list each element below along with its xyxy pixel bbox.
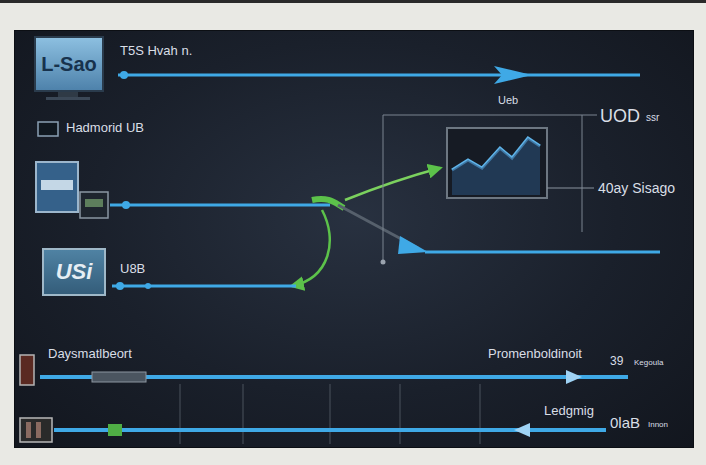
- screen-text-bar: [41, 180, 73, 190]
- line-label: T5S Hvah n.: [120, 44, 192, 59]
- line-label: Daysmatlbeort: [48, 347, 132, 362]
- unit-label: ssr: [646, 112, 659, 124]
- line-dot: [122, 201, 130, 209]
- line-dot: [145, 283, 151, 289]
- monitor-base: [46, 97, 90, 100]
- connector-plug: [92, 372, 146, 382]
- top-rule: [0, 0, 706, 3]
- green-arrow: [345, 168, 440, 200]
- unit-label: Kegoula: [634, 358, 663, 367]
- line-dot: [116, 282, 124, 290]
- line-label: Ueb: [498, 94, 518, 107]
- arrow-head: [514, 423, 530, 437]
- device-icon: [80, 192, 108, 218]
- value-label: UOD: [600, 106, 640, 127]
- screen-icon: USi: [42, 248, 106, 296]
- flow-line: [110, 204, 330, 207]
- tick-line: [480, 384, 481, 444]
- leader-line: [547, 188, 594, 189]
- device-label: U8B: [120, 262, 145, 277]
- tick-line: [243, 384, 244, 444]
- value-label: 39: [610, 355, 623, 369]
- device-screen: [85, 199, 103, 207]
- green-arrow: [292, 210, 330, 286]
- chart-area: [452, 138, 540, 195]
- arrow-head: [494, 66, 532, 84]
- device-icon: [20, 355, 34, 385]
- tick-line: [330, 384, 331, 444]
- flow-line: [118, 74, 640, 77]
- line-label: Ledgmig: [544, 404, 594, 419]
- device-slot: [36, 422, 41, 438]
- flow-line: [112, 285, 296, 288]
- monitor-screen: L-Sao: [34, 36, 104, 92]
- unit-label: Innon: [648, 420, 668, 429]
- tick-line: [400, 384, 401, 444]
- monitor-icon: [38, 122, 58, 136]
- line-dot: [120, 71, 128, 79]
- chart-screen: [447, 128, 547, 198]
- arrow-head: [566, 370, 582, 384]
- screen-text: L-Sao: [41, 53, 97, 76]
- connector-plug: [108, 424, 122, 436]
- device-icon: [20, 418, 52, 442]
- chart-label: 40ay Sisago: [598, 180, 675, 196]
- arrow-head: [398, 236, 428, 254]
- screen-text: USi: [56, 259, 93, 285]
- tick-line: [180, 384, 181, 444]
- dark-panel: [14, 30, 694, 448]
- value-label: 0laB: [610, 414, 640, 431]
- device-label: Hadmorid UB: [66, 121, 144, 136]
- flow-line: [425, 251, 660, 254]
- leader-line: [582, 115, 597, 116]
- monitor-icon: [36, 162, 78, 212]
- line-dot: [381, 260, 386, 265]
- line-label: Promenboldinoit: [488, 347, 582, 362]
- device-slot: [26, 422, 31, 438]
